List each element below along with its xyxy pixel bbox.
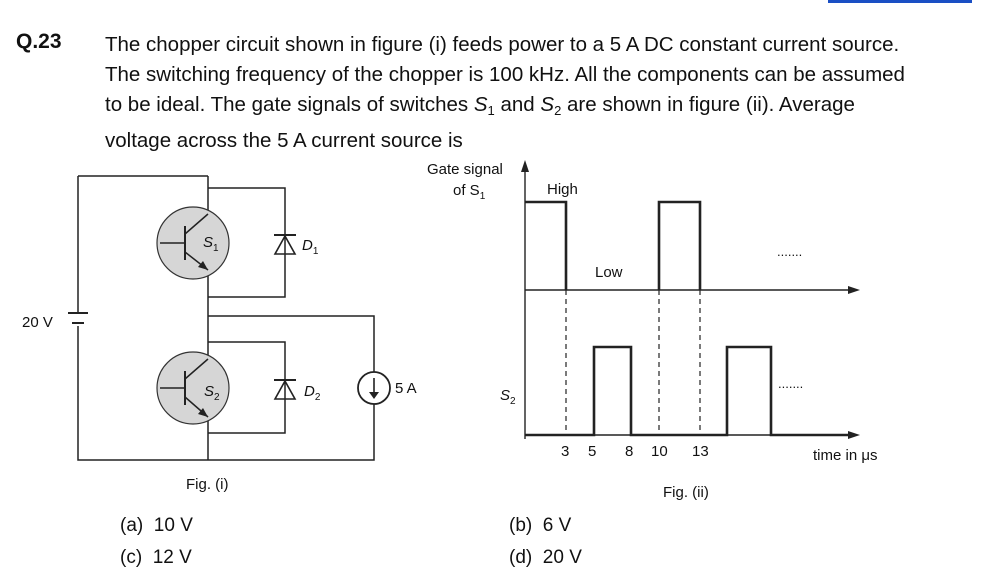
question-line-4: voltage across the 5 A current source is: [105, 129, 463, 152]
svg-text:.......: .......: [777, 244, 802, 259]
tick-8: 8: [625, 443, 633, 460]
tick-13: 13: [692, 443, 709, 460]
svg-text:D2: D2: [304, 383, 321, 403]
svg-text:S2: S2: [500, 387, 516, 407]
svg-text:S1: S1: [203, 234, 219, 254]
fig1-caption: Fig. (i): [186, 476, 229, 493]
chopper-circuit-figure: 20 V S1 D1 S2 D2 5 A Fig. (i): [22, 175, 417, 493]
current-label: 5 A: [395, 380, 417, 397]
s2-waveform: [525, 345, 850, 437]
low-label: Low: [595, 264, 623, 281]
svg-text:.......: .......: [778, 376, 803, 391]
gate-signal-figure: Gate signal of S1 High Low ....... S2 ..…: [427, 160, 878, 501]
diode-d2: D2: [273, 379, 321, 403]
high-label: High: [547, 181, 578, 198]
x-axis-label: time in μs: [813, 447, 878, 464]
option-c[interactable]: (c) 12 V: [120, 547, 192, 568]
s1-waveform: [525, 200, 702, 290]
question-text: The chopper circuit shown in figure (i) …: [105, 30, 973, 156]
tick-10: 10: [651, 443, 668, 460]
option-a[interactable]: (a) 10 V: [120, 515, 193, 536]
tick-5: 5: [588, 443, 596, 460]
svg-text:D1: D1: [302, 237, 319, 257]
question-line-2: The switching frequency of the chopper i…: [105, 63, 905, 86]
question-number: Q.23: [16, 30, 62, 53]
source-label: 20 V: [22, 314, 53, 331]
svg-text:S2: S2: [204, 383, 220, 403]
option-d[interactable]: (d) 20 V: [509, 547, 582, 568]
header-link-underline: [828, 0, 972, 3]
dc-source-20v: 20 V: [22, 312, 88, 331]
question-line-1: The chopper circuit shown in figure (i) …: [105, 33, 900, 56]
svg-text:of S1: of S1: [453, 182, 486, 202]
current-source: 5 A: [357, 371, 417, 405]
diode-d1: D1: [273, 234, 319, 257]
question-line-3: to be ideal. The gate signals of switche…: [105, 93, 855, 118]
option-b[interactable]: (b) 6 V: [509, 515, 572, 536]
tick-3: 3: [561, 443, 569, 460]
fig2-caption: Fig. (ii): [663, 484, 709, 501]
svg-text:Gate signal: Gate signal: [427, 161, 503, 178]
transistor-s1: S1: [156, 206, 230, 280]
transistor-s2: S2: [156, 351, 230, 425]
